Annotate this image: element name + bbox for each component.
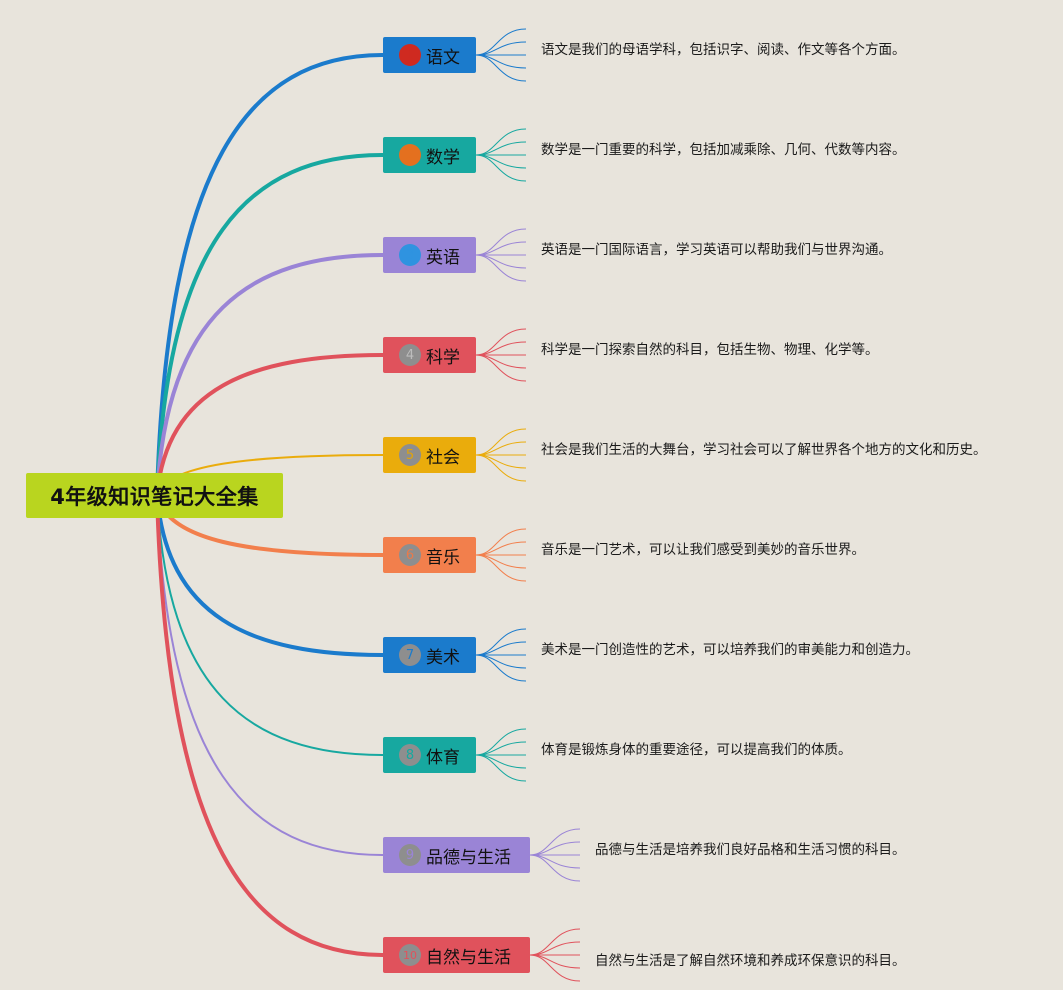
leaf-link [475, 154, 527, 182]
branch-label: 科学 [426, 347, 460, 368]
branch-label: 英语 [426, 247, 460, 268]
leaf-note[interactable]: 音乐是一门艺术，可以让我们感受到美妙的音乐世界。 [541, 542, 865, 558]
branch-label: 体育 [426, 747, 460, 768]
leaf-link [529, 854, 581, 882]
branch-link [155, 493, 385, 957]
leaf-link [475, 654, 527, 682]
leaf-note[interactable]: 数学是一门重要的科学，包括加减乘除、几何、代数等内容。 [541, 142, 906, 158]
root-topic[interactable]: 4年级知识笔记大全集 [26, 473, 283, 518]
branch-link [155, 353, 385, 497]
number-badge: 10 [399, 944, 421, 966]
leaf-note[interactable]: 自然与生活是了解自然环境和养成环保意识的科目。 [595, 953, 906, 969]
leaf-link [475, 454, 527, 482]
leaf-link [475, 554, 527, 582]
leaf-note[interactable]: 品德与生活是培养我们良好品格和生活习惯的科目。 [595, 842, 906, 858]
branch-link [155, 493, 385, 657]
branch-label: 自然与生活 [426, 947, 511, 968]
leaf-link [475, 254, 527, 282]
number-badge: 3 [399, 244, 421, 266]
leaf-link [475, 754, 527, 782]
number-badge: 5 [399, 444, 421, 466]
branch-link [156, 494, 384, 756]
number-badge: 2 [399, 144, 421, 166]
branch-label: 语文 [426, 47, 460, 68]
branch-link [155, 153, 385, 497]
branch-label: 美术 [426, 647, 460, 668]
leaf-note[interactable]: 语文是我们的母语学科，包括识字、阅读、作文等各个方面。 [541, 42, 906, 58]
leaf-note[interactable]: 科学是一门探索自然的科目，包括生物、物理、化学等。 [541, 342, 879, 358]
leaf-note[interactable]: 社会是我们生活的大舞台，学习社会可以了解世界各个地方的文化和历史。 [541, 442, 987, 458]
branch-label: 社会 [426, 447, 460, 468]
leaf-link [475, 54, 527, 82]
branch-label: 数学 [426, 147, 460, 168]
number-badge: 1 [399, 44, 421, 66]
number-badge: 7 [399, 644, 421, 666]
leaf-link [529, 954, 581, 982]
branch-link [155, 253, 385, 497]
number-badge: 9 [399, 844, 421, 866]
leaf-note[interactable]: 美术是一门创造性的艺术，可以培养我们的审美能力和创造力。 [541, 642, 919, 658]
leaf-link [475, 354, 527, 382]
branch-label: 音乐 [426, 547, 460, 568]
root-title: 4年级知识笔记大全集 [50, 484, 259, 509]
branch-link [156, 494, 384, 856]
branch-link [155, 53, 385, 497]
number-badge: 4 [399, 344, 421, 366]
leaf-note[interactable]: 英语是一门国际语言，学习英语可以帮助我们与世界沟通。 [541, 242, 892, 258]
number-badge: 6 [399, 544, 421, 566]
branch-label: 品德与生活 [426, 847, 511, 868]
leaf-note[interactable]: 体育是锻炼身体的重要途径，可以提高我们的体质。 [541, 742, 852, 758]
number-badge: 8 [399, 744, 421, 766]
